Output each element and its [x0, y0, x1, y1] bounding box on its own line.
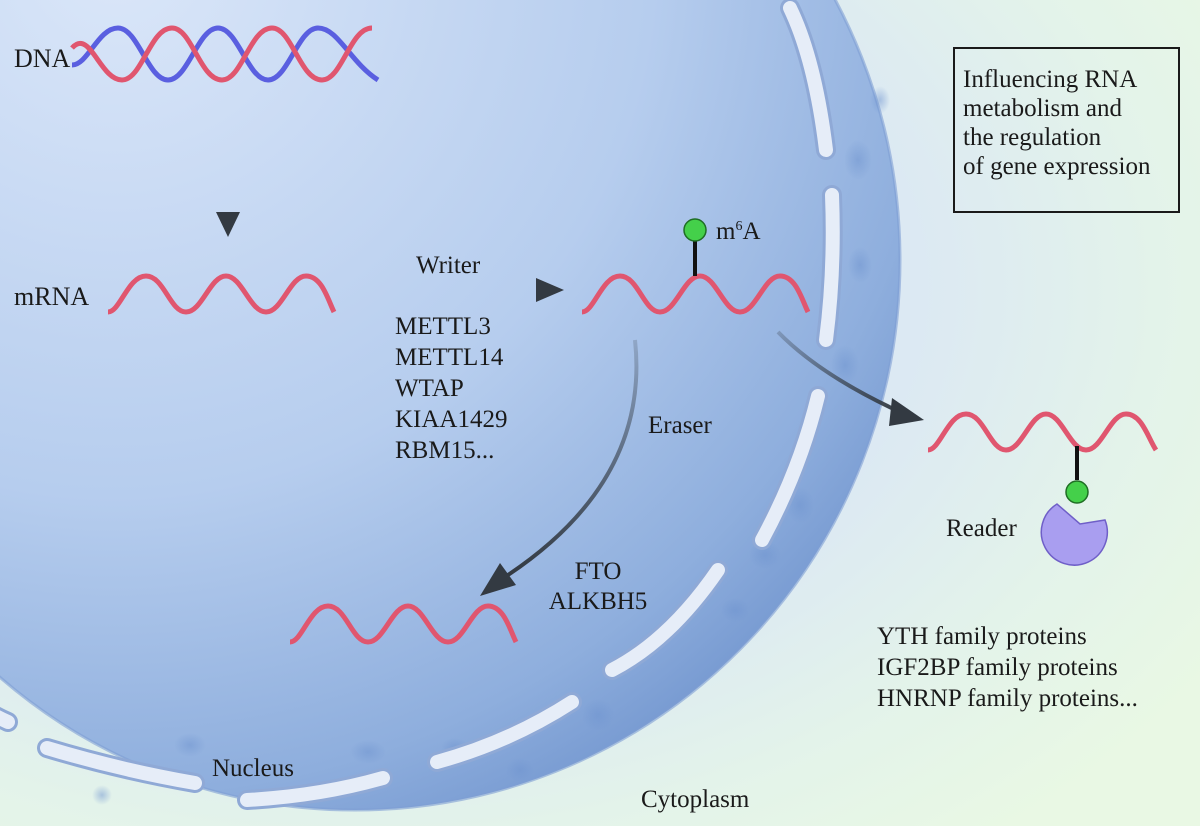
writer-protein-list: METTL3 METTL14 WTAP KIAA1429 RBM15... — [395, 311, 508, 466]
cytoplasm-label: Cytoplasm — [641, 786, 750, 813]
info-line: Influencing RNA — [963, 66, 1138, 93]
reader-m6a-dot — [1065, 480, 1089, 504]
list-item: ALKBH5 — [548, 588, 648, 615]
eraser-arrow — [480, 339, 639, 596]
info-line: metabolism and — [963, 95, 1122, 122]
mrna-strand — [107, 273, 337, 315]
writer-arrow — [352, 278, 564, 302]
transcription-arrow — [216, 117, 240, 237]
reader-protein-list: YTH family proteins IGF2BP family protei… — [877, 621, 1138, 714]
reader-protein-icon — [1040, 503, 1109, 566]
m6a-modification-dot — [683, 218, 707, 242]
dna-double-helix — [70, 25, 380, 83]
function-info-box: Influencing RNA metabolism and the regul… — [953, 47, 1180, 213]
reader-complex — [927, 411, 1159, 566]
m6a-label-prefix: m — [716, 218, 736, 245]
info-line: of gene expression — [963, 153, 1151, 180]
dna-strand-blue — [71, 25, 380, 83]
list-item: KIAA1429 — [395, 406, 508, 433]
list-item: IGF2BP family proteins — [877, 654, 1118, 681]
writer-label: Writer — [416, 252, 481, 279]
m6a-label-superscript: 6 — [735, 219, 743, 234]
demethylated-mrna-strand — [289, 603, 519, 645]
list-item: HNRNP family proteins... — [877, 685, 1138, 712]
reader-label: Reader — [946, 515, 1017, 542]
mrna-label: mRNA — [14, 282, 90, 311]
info-line: the regulation — [963, 124, 1102, 151]
list-item: RBM15... — [395, 437, 495, 464]
list-item: FTO — [574, 558, 622, 585]
eraser-label: Eraser — [648, 412, 712, 439]
list-item: METTL3 — [395, 313, 491, 340]
m6a-label: m6A — [716, 219, 761, 244]
methylated-mrna — [581, 218, 811, 315]
dna-label: DNA — [14, 44, 71, 73]
m6a-label-suffix: A — [742, 218, 761, 245]
eraser-protein-list: FTO ALKBH5 — [538, 557, 658, 617]
nucleus-label: Nucleus — [212, 755, 294, 782]
list-item: METTL14 — [395, 344, 504, 371]
list-item: WTAP — [395, 375, 464, 402]
nuclear-envelope — [0, 0, 843, 810]
reader-arrow — [776, 330, 924, 426]
list-item: YTH family proteins — [877, 623, 1087, 650]
